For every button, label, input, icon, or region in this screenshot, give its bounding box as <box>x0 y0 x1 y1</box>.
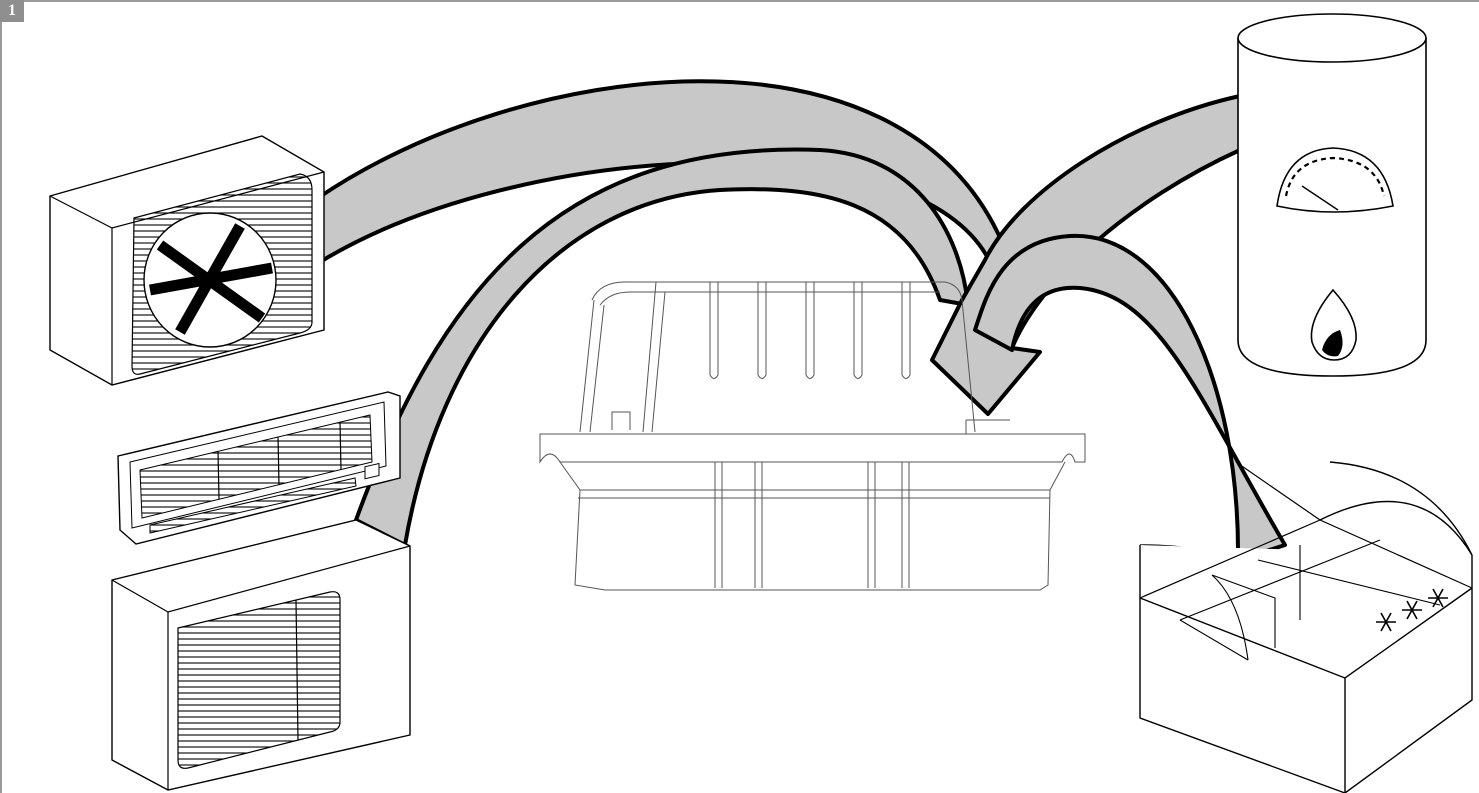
outdoor-fan-unit <box>49 135 325 386</box>
freezer-box <box>1139 461 1473 793</box>
flow-arrow-split-system <box>354 147 970 547</box>
central-device <box>539 281 1086 591</box>
figure-number-badge: 1 <box>0 0 24 22</box>
condenser-unit <box>111 519 411 791</box>
boiler-tank <box>1237 13 1427 377</box>
gauge-icon <box>1276 147 1394 213</box>
flame-icon <box>1310 288 1357 361</box>
split-wall-unit <box>117 391 401 545</box>
flow-arrow-freezer <box>973 233 1287 562</box>
snowflake-icon <box>1376 588 1448 632</box>
